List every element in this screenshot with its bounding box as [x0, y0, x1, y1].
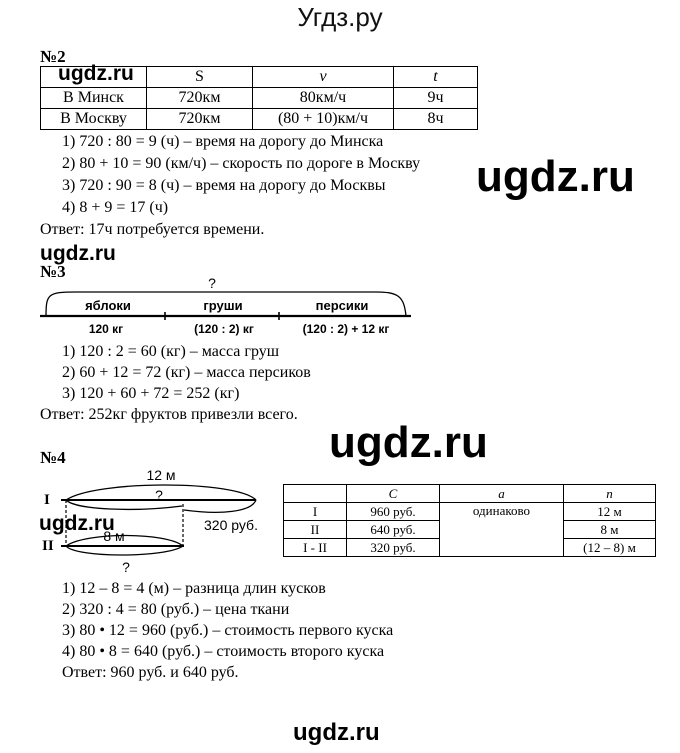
- brace-arc: [45, 291, 407, 317]
- table-header-cell: C: [346, 484, 440, 503]
- table-row: В Москву 720км (80 + 10)км/ч 8ч: [40, 108, 478, 130]
- task2-table: S v t В Минск 720км 80км/ч 9ч В Москву 7…: [40, 66, 478, 130]
- task3-step: 1) 120 : 2 = 60 (кг) – масса груш: [62, 343, 280, 360]
- task3-diagram: ? яблоки груши персики 120 кг (120 : 2) …: [40, 275, 411, 336]
- table-header-cell: S: [146, 66, 253, 88]
- task4-step: 1) 12 – 8 = 4 (м) – разница длин кусков: [62, 580, 326, 597]
- table-cell: одинаково: [439, 502, 564, 557]
- table-cell: 720км: [146, 87, 253, 109]
- watermark: ugdz.ru: [293, 719, 380, 746]
- table-cell: I - II: [283, 538, 347, 557]
- segment-label: персики: [316, 298, 369, 313]
- watermark: ugdz.ru: [476, 152, 635, 201]
- segment-label: груши: [203, 298, 242, 313]
- task4-table: C a n I 960 руб. одинаково 12 м II 640 р…: [283, 484, 656, 557]
- table-header-cell: [40, 66, 147, 88]
- task4-step: 2) 320 : 4 = 80 (руб.) – цена ткани: [62, 601, 290, 618]
- task3-step: 3) 120 + 60 + 72 = 252 (кг): [62, 385, 240, 402]
- table-header-cell: [283, 484, 347, 503]
- diagram-label: 320 руб.: [204, 517, 258, 533]
- task2-step: 2) 80 + 10 = 90 (км/ч) – скорость по дор…: [62, 155, 421, 172]
- diagram-label: 12 м: [146, 467, 175, 483]
- task2-step: 3) 720 : 90 = 8 (ч) – время на дорогу до…: [62, 177, 386, 194]
- diagram-question-mark: ?: [155, 487, 163, 503]
- brace-arc: [183, 499, 257, 513]
- table-header-cell: v: [252, 66, 394, 88]
- table-cell: 640 руб.: [346, 520, 440, 539]
- table-header-cell: t: [393, 66, 478, 88]
- task3-answer: Ответ: 252кг фруктов привезли всего.: [40, 406, 298, 423]
- task2-heading: №2: [40, 47, 66, 66]
- segment-value: (120 : 2) кг: [194, 322, 254, 336]
- watermark: ugdz.ru: [39, 512, 115, 535]
- task2-step: 4) 8 + 9 = 17 (ч): [62, 199, 169, 216]
- task3-step: 2) 60 + 12 = 72 (кг) – масса персиков: [62, 364, 311, 381]
- table-cell: 960 руб.: [346, 502, 440, 521]
- task4-answer: Ответ: 960 руб. и 640 руб.: [62, 664, 239, 681]
- table-cell: (80 + 10)км/ч: [252, 108, 394, 130]
- segment-value: (120 : 2) + 12 кг: [303, 322, 390, 336]
- table-header-row: C a n: [283, 484, 656, 503]
- table-cell: В Москву: [40, 108, 147, 130]
- row-label: I: [44, 492, 50, 508]
- task4-step: 3) 80 • 12 = 960 (руб.) – стоимость перв…: [62, 622, 394, 639]
- table-cell: 8ч: [393, 108, 478, 130]
- row-label: II: [42, 538, 54, 554]
- brace-arc: [65, 484, 257, 501]
- table-cell: 12 м: [563, 502, 656, 521]
- table-cell: 80км/ч: [252, 87, 394, 109]
- table-cell: 320 руб.: [346, 538, 440, 557]
- table-header-cell: a: [439, 484, 564, 503]
- segment-value: 120 кг: [89, 322, 123, 336]
- segment-label: яблоки: [85, 298, 131, 313]
- table-header-row: S v t: [40, 66, 478, 88]
- task4-step: 4) 80 • 8 = 640 (руб.) – стоимость второ…: [62, 643, 385, 660]
- task4-diagram: 12 м I ? 320 руб. 8 м II ?: [42, 467, 258, 575]
- table-cell: 720км: [146, 108, 253, 130]
- table-cell: 8 м: [563, 520, 656, 539]
- task2-step: 1) 720 : 80 = 9 (ч) – время на дорогу до…: [62, 133, 384, 150]
- watermark: ugdz.ru: [329, 418, 488, 467]
- task4-heading: №4: [40, 448, 66, 467]
- brace-arc: [65, 499, 183, 511]
- table-row: II 640 руб. 8 м: [283, 520, 656, 539]
- table-header-cell: n: [563, 484, 656, 503]
- brace-arc: [65, 545, 184, 556]
- table-cell: В Минск: [40, 87, 147, 109]
- table-row: В Минск 720км 80км/ч 9ч: [40, 87, 478, 109]
- diagram-question-mark: ?: [208, 275, 216, 291]
- diagram-question-mark: ?: [122, 559, 130, 575]
- table-row: I 960 руб. одинаково 12 м: [283, 502, 656, 557]
- task3-heading: №3: [40, 262, 66, 281]
- table-cell: II: [283, 520, 347, 539]
- table-cell: (12 – 8) м: [563, 538, 656, 557]
- watermark: ugdz.ru: [40, 242, 116, 265]
- brace-arc: [65, 534, 184, 547]
- site-title: Угдз.ру: [297, 2, 383, 32]
- table-row: I - II 320 руб. (12 – 8) м: [283, 538, 656, 557]
- table-cell: I: [283, 502, 347, 521]
- task2-answer: Ответ: 17ч потребуется времени.: [40, 221, 265, 238]
- table-cell: 9ч: [393, 87, 478, 109]
